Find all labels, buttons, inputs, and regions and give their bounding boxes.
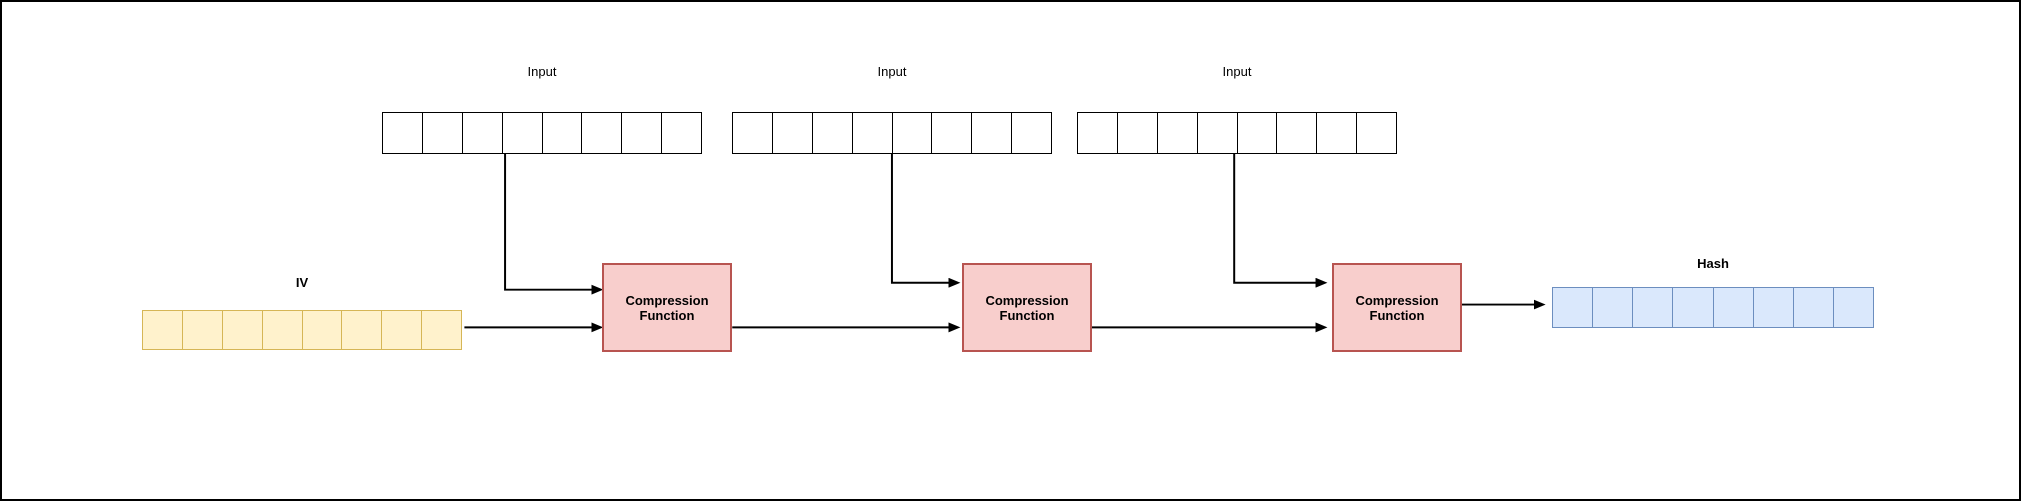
arrow-input2-to-cf2 (890, 151, 961, 288)
cf1-label-line2: Function (639, 307, 695, 323)
input1-label: Input (527, 64, 557, 79)
compression-function-1: Compression Function (602, 263, 732, 352)
input3-label: Input (1222, 64, 1252, 79)
cell (1833, 288, 1873, 327)
cell (1012, 113, 1051, 153)
cf2-label-line1: Compression (985, 292, 1069, 308)
cell (1357, 113, 1396, 153)
cell (622, 113, 663, 153)
cell (1673, 288, 1714, 327)
cell (143, 311, 183, 349)
cell (222, 311, 263, 349)
cell (182, 311, 223, 349)
cell (422, 311, 461, 349)
cell (1277, 113, 1318, 153)
cell (932, 113, 973, 153)
iv-block (142, 310, 462, 350)
cell (382, 311, 423, 349)
cell (302, 311, 343, 349)
cell (262, 311, 303, 349)
cell (772, 113, 813, 153)
hash-block (1552, 287, 1874, 328)
cell (1317, 113, 1358, 153)
input-block-1 (382, 112, 702, 154)
cf3-label-line2: Function (1369, 307, 1425, 323)
hash-label: Hash (1697, 256, 1729, 271)
input2-label: Input (877, 64, 907, 79)
cell (662, 113, 701, 153)
cell (1713, 288, 1754, 327)
cell (1237, 113, 1278, 153)
cf3-label-line1: Compression (1355, 292, 1439, 308)
input-block-3 (1077, 112, 1397, 154)
input-block-2 (732, 112, 1052, 154)
arrow-input3-to-cf3 (1233, 151, 1328, 288)
cell (972, 113, 1013, 153)
cell (582, 113, 623, 153)
compression-function-3: Compression Function (1332, 263, 1462, 352)
arrow-input1-to-cf1 (504, 151, 604, 295)
cell (422, 113, 463, 153)
cell (1197, 113, 1238, 153)
iv-label: IV (295, 275, 309, 290)
cell (542, 113, 583, 153)
cell (462, 113, 503, 153)
cell (1553, 288, 1594, 327)
cell (1753, 288, 1794, 327)
cell (1633, 288, 1674, 327)
cell (383, 113, 423, 153)
cell (892, 113, 933, 153)
cell (852, 113, 893, 153)
cell (1793, 288, 1834, 327)
cf2-label-line2: Function (999, 307, 1055, 323)
cell (812, 113, 853, 153)
cell (1593, 288, 1634, 327)
cell (502, 113, 543, 153)
cell (733, 113, 773, 153)
cf1-label-line1: Compression (625, 292, 709, 308)
cell (1078, 113, 1118, 153)
cell (342, 311, 383, 349)
compression-function-2: Compression Function (962, 263, 1092, 352)
cell (1117, 113, 1158, 153)
cell (1157, 113, 1198, 153)
